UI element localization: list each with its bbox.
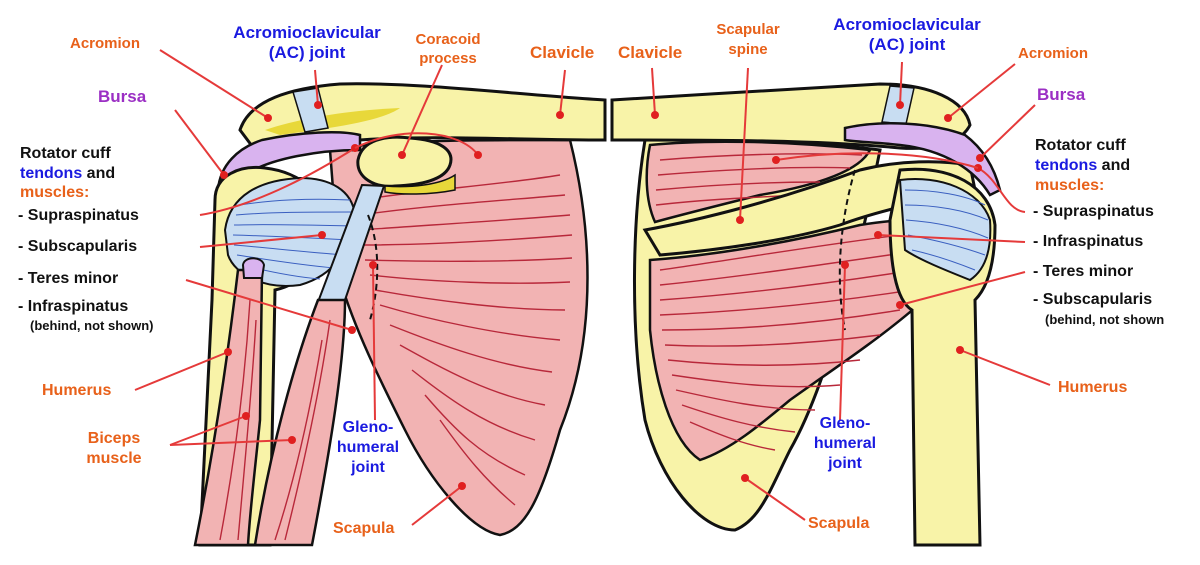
label-left-rotator-1: Rotator cuff xyxy=(20,145,111,162)
label-right-gleno-3: joint xyxy=(827,455,862,472)
left-biceps-muscle xyxy=(253,298,347,547)
label-right-behind-note: (behind, not shown xyxy=(1045,312,1164,327)
right-infraspinatus-fibers xyxy=(659,234,916,451)
label-right-rotator-1: Rotator cuff xyxy=(1035,137,1126,154)
left-ac-joint xyxy=(292,87,329,133)
left-anatomy xyxy=(193,82,607,547)
right-anatomy xyxy=(610,82,1002,547)
label-right-humerus: Humerus xyxy=(1058,379,1127,396)
label-left-biceps-2: muscle xyxy=(86,450,141,467)
label-right-gleno-2: humeral xyxy=(814,435,876,452)
left-coracoid xyxy=(356,135,453,188)
left-biceps-short-head xyxy=(193,268,264,547)
label-left-scapula: Scapula xyxy=(333,520,394,537)
label-left-rotator-3: muscles: xyxy=(20,184,89,201)
label-left-supraspinatus: - Supraspinatus xyxy=(18,207,139,224)
label-left-coracoid-1: Coracoid xyxy=(415,31,480,48)
label-right-supraspinatus: - Supraspinatus xyxy=(1033,203,1154,220)
left-labels: Acromion Acromioclavicular (AC) joint Co… xyxy=(18,23,594,537)
label-left-acromion: Acromion xyxy=(70,35,140,52)
right-infraspinatus xyxy=(648,218,977,462)
label-left-coracoid-2: process xyxy=(419,50,477,67)
label-left-ac-joint-2: (AC) joint xyxy=(269,43,346,62)
label-left-teres-minor: - Teres minor xyxy=(18,270,118,287)
label-right-gleno-1: Gleno- xyxy=(820,415,871,432)
label-left-behind-note: (behind, not shown) xyxy=(30,318,153,333)
label-left-ac-joint-1: Acromioclavicular xyxy=(233,23,381,42)
left-leaders xyxy=(134,49,566,526)
label-right-scapula: Scapula xyxy=(808,515,869,532)
label-right-bursa: Bursa xyxy=(1037,85,1086,104)
label-right-rotator-2: tendons and xyxy=(1035,157,1130,174)
label-left-subscapularis: - Subscapularis xyxy=(18,238,137,255)
label-right-subscapularis: - Subscapularis xyxy=(1033,291,1152,308)
label-left-gleno-3: joint xyxy=(350,459,385,476)
label-right-infraspinatus: - Infraspinatus xyxy=(1033,233,1143,250)
label-right-ac-joint-2: (AC) joint xyxy=(869,35,946,54)
right-rotator-tendons xyxy=(898,178,992,282)
label-left-infraspinatus: - Infraspinatus xyxy=(18,298,128,315)
label-right-scapular-spine-1: Scapular xyxy=(716,21,780,38)
label-right-scapular-spine-2: spine xyxy=(728,41,767,58)
label-left-clavicle: Clavicle xyxy=(530,43,594,62)
label-left-rotator-2: tendons and xyxy=(20,165,115,182)
left-subscapularis-fibers xyxy=(359,174,573,506)
label-right-ac-joint-1: Acromioclavicular xyxy=(833,15,981,34)
label-right-rotator-3: muscles: xyxy=(1035,177,1104,194)
label-left-bursa: Bursa xyxy=(98,87,147,106)
label-right-clavicle: Clavicle xyxy=(618,43,682,62)
right-labels: Clavicle Scapular spine Acromioclavicula… xyxy=(618,15,1164,532)
label-left-humerus: Humerus xyxy=(42,382,111,399)
label-left-biceps-1: Biceps xyxy=(88,430,141,447)
label-right-acromion: Acromion xyxy=(1018,45,1088,62)
label-left-gleno-2: humeral xyxy=(337,439,399,456)
right-leaders xyxy=(651,61,1051,521)
label-left-gleno-1: Gleno- xyxy=(343,419,394,436)
label-right-teres-minor: - Teres minor xyxy=(1033,263,1133,280)
